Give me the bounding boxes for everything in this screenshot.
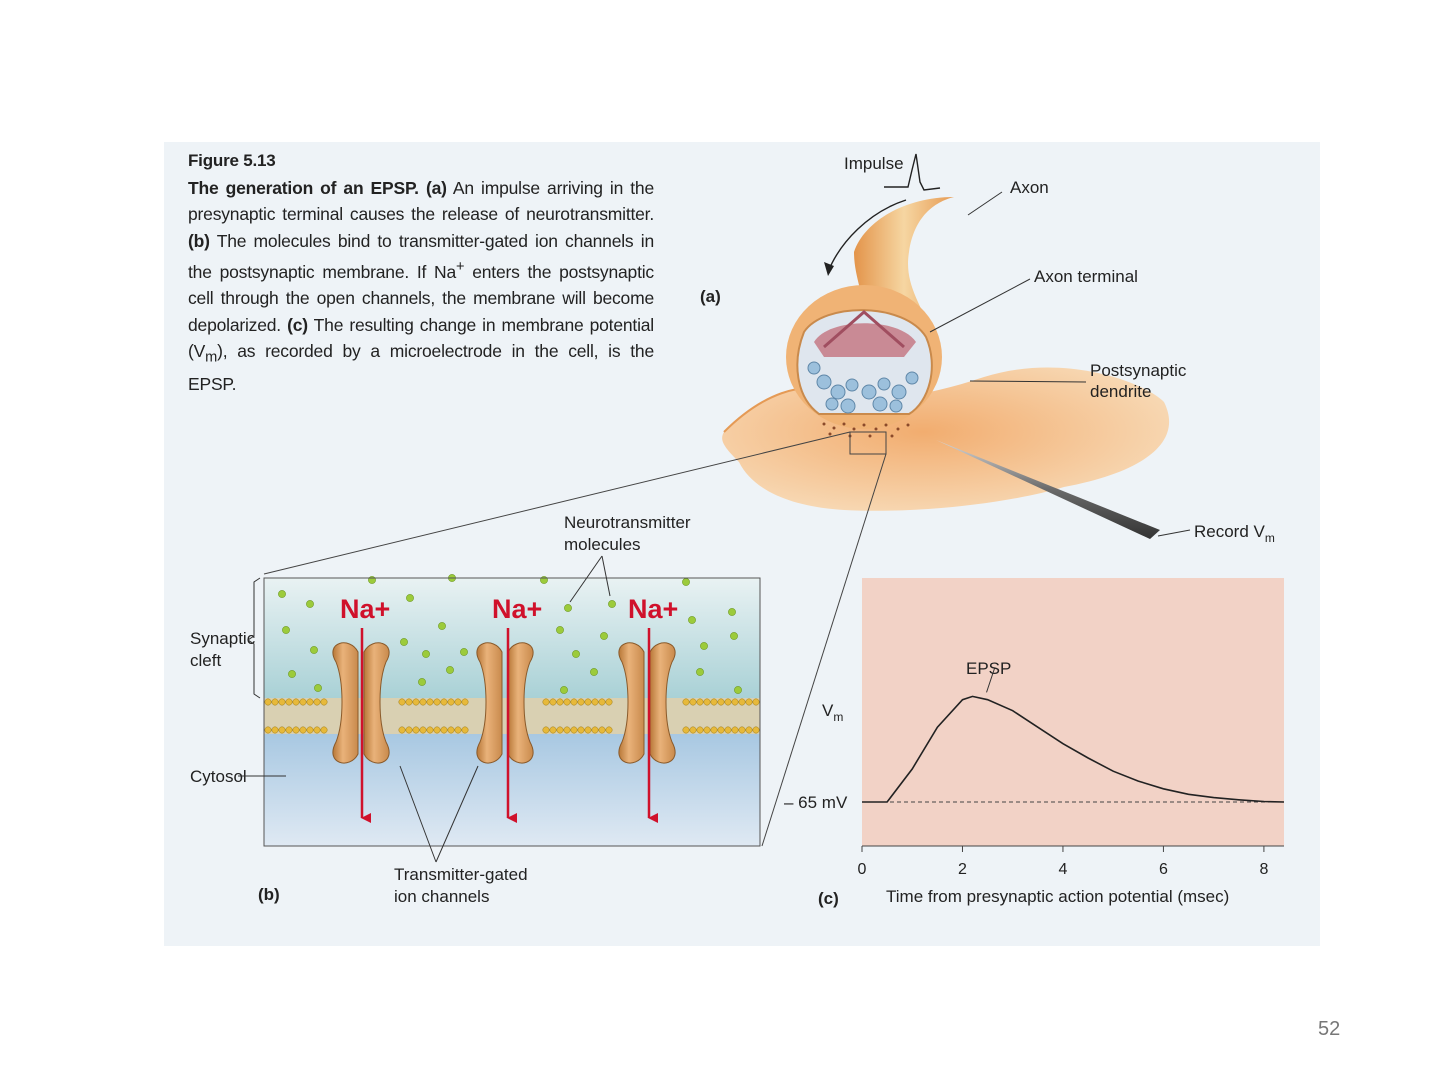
epsp-chart: 0 2 4 6 8 [858, 578, 1285, 878]
epsp-leader [986, 668, 995, 693]
label-postsynaptic-1: Postsynaptic [1090, 361, 1187, 380]
epsp-curve [862, 695, 1285, 803]
impulse-arrow [827, 199, 907, 273]
lipid-heads-bottom [264, 726, 760, 734]
label-neurotransmitter-2: molecules [564, 535, 641, 554]
baseline-label: – 65 mV [784, 793, 848, 812]
label-neurotransmitter-1: Neurotransmitter [564, 513, 691, 532]
na-label-1: Na+ [340, 594, 390, 624]
caption-text-a: An impulse arriving in the presynaptic t… [188, 177, 654, 225]
neurotransmitter-dots [278, 574, 742, 694]
caption-tag-b: (b) [188, 230, 210, 251]
impulse-waveform [884, 153, 941, 191]
label-channels-1: Transmitter-gated [394, 865, 528, 884]
y-axis-label: Vm [822, 701, 843, 724]
panel-b-tag: (b) [258, 885, 280, 904]
x-ticks: 0 2 4 6 8 [858, 846, 1268, 878]
label-cytosol: Cytosol [190, 767, 247, 786]
caption-sub-m: m [205, 349, 218, 366]
label-synaptic-1: Synaptic [190, 629, 256, 648]
label-record: Record Vm [1194, 522, 1275, 545]
lipid-heads-top [264, 698, 760, 706]
figure-number: Figure 5.13 [188, 151, 276, 170]
label-impulse: Impulse [844, 154, 904, 173]
x-tick-label: 2 [958, 861, 967, 878]
panel-c-tag: (c) [818, 889, 839, 908]
caption-title: The generation of an EPSP. [188, 177, 419, 198]
caption-sup-plus: + [456, 259, 465, 275]
label-synaptic-2: cleft [190, 651, 221, 670]
x-tick-label: 6 [1159, 861, 1168, 878]
x-tick-label: 8 [1259, 861, 1268, 878]
caption-text-b: The molecules bind to transmitter-gated … [188, 230, 654, 282]
slide-number: 52 [1318, 1018, 1341, 1040]
x-axis-label: Time from presynaptic action potential (… [886, 887, 1229, 906]
x-tick-label: 0 [858, 861, 867, 878]
label-channels-2: ion channels [394, 887, 489, 906]
panel-b-membrane [263, 574, 761, 847]
label-axon: Axon [1010, 178, 1049, 197]
label-axon-terminal: Axon terminal [1034, 267, 1138, 286]
label-postsynaptic-2: dendrite [1090, 382, 1151, 401]
figure-caption: Figure 5.13 The generation of an EPSP. (… [188, 148, 654, 398]
ion-channel-1 [332, 642, 390, 764]
plot-area [862, 578, 1284, 846]
x-tick-label: 4 [1058, 861, 1067, 878]
ion-channel-3 [618, 642, 676, 764]
caption-text-b2: enters the postsynaptic cell through the… [188, 261, 654, 335]
figure-5-13: Figure 5.13 The generation of an EPSP. (… [164, 142, 1320, 946]
na-label-2: Na+ [492, 594, 542, 624]
figure-artwork: (a) Impulse Axon Axon terminal Postsynap… [190, 153, 1285, 908]
epsp-label: EPSP [966, 659, 1011, 678]
caption-tag-a: (a) [425, 177, 447, 198]
caption-text-c: The resulting change in membrane potenti… [188, 314, 654, 362]
caption-tag-c: (c) [287, 314, 308, 335]
microelectrode [936, 440, 1160, 539]
ion-channel-2 [476, 642, 534, 764]
na-label-3: Na+ [628, 594, 678, 624]
zoom-box [849, 431, 887, 455]
panel-a-tag: (a) [700, 287, 721, 306]
panel-a-illustration [263, 153, 1191, 847]
caption-text-c2: ), as recorded by a microelectrode in th… [188, 341, 654, 395]
